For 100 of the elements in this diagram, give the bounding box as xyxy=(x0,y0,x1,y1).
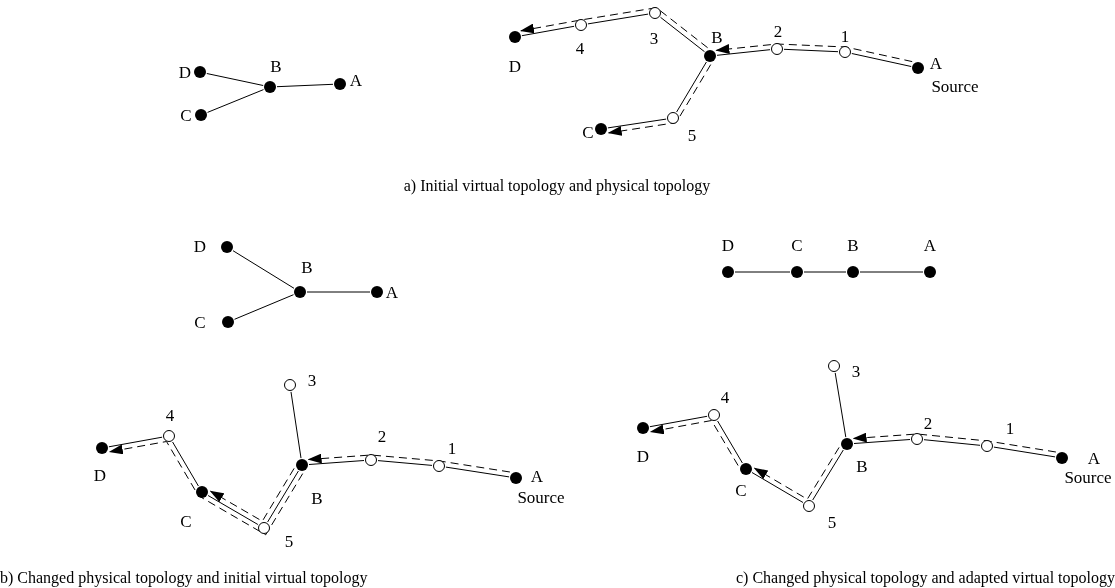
node-label: D xyxy=(508,57,522,75)
link-line xyxy=(734,271,791,273)
virtual-link-arrow xyxy=(209,467,295,522)
link-line xyxy=(676,61,707,113)
filled-node xyxy=(924,266,936,278)
link-line xyxy=(206,73,264,86)
node-label: B xyxy=(270,57,282,75)
hollow-node xyxy=(433,460,445,472)
virtual-link-arrow xyxy=(307,453,511,473)
node-label: A xyxy=(530,467,544,485)
hollow-node xyxy=(667,112,679,124)
hollow-node xyxy=(163,430,175,442)
link-line xyxy=(521,25,575,37)
node-label: C xyxy=(194,313,206,331)
link-line xyxy=(660,16,705,53)
node-label: 4 xyxy=(165,406,175,424)
link-line xyxy=(859,271,924,273)
virtual-link-arrow xyxy=(520,7,709,49)
link-line xyxy=(587,13,649,25)
node-label: B xyxy=(311,489,323,507)
link-line xyxy=(308,460,365,465)
link-line xyxy=(717,420,743,464)
panel-caption: a) Initial virtual topology and physical topology xyxy=(403,177,711,195)
hollow-node xyxy=(708,409,720,421)
node-label: 1 xyxy=(447,439,457,457)
filled-node xyxy=(294,286,306,298)
node-label: 1 xyxy=(1005,419,1015,437)
hollow-node xyxy=(839,46,851,58)
node-label: 2 xyxy=(377,427,387,445)
node-label: 2 xyxy=(773,22,783,40)
hollow-node xyxy=(911,433,923,445)
filled-node xyxy=(221,241,233,253)
filled-node xyxy=(841,438,853,450)
link-line xyxy=(172,441,199,487)
link-line xyxy=(853,439,911,444)
node-label: 3 xyxy=(851,362,861,380)
node-label: 4 xyxy=(720,388,730,406)
panel-caption: c) Changed physical topology and adapted virtual topology xyxy=(735,569,1115,587)
hollow-node xyxy=(803,500,815,512)
filled-node xyxy=(264,81,276,93)
node-label: B xyxy=(711,28,723,46)
hollow-node xyxy=(258,522,270,534)
filled-node xyxy=(1056,452,1068,464)
node-label: B xyxy=(847,236,859,254)
filled-node xyxy=(509,31,521,43)
virtual-link-arrow xyxy=(108,441,304,536)
link-line xyxy=(232,250,295,289)
hollow-node xyxy=(575,19,587,31)
node-label: 5 xyxy=(827,513,837,531)
virtual-link-arrow xyxy=(715,43,913,63)
filled-node xyxy=(334,78,346,90)
node-label: 5 xyxy=(687,126,697,144)
link-line xyxy=(783,48,839,53)
virtual-link-arrow xyxy=(753,446,840,500)
hollow-node xyxy=(828,360,840,372)
node-label: 5 xyxy=(284,532,294,550)
node-label: C xyxy=(582,123,594,141)
node-label: 2 xyxy=(923,414,933,432)
filled-node xyxy=(196,486,208,498)
filled-node xyxy=(510,472,522,484)
filled-node xyxy=(194,66,206,78)
hollow-node xyxy=(771,43,783,55)
filled-node xyxy=(296,459,308,471)
node-label: C xyxy=(180,106,192,124)
link-line xyxy=(993,446,1056,458)
node-label: A xyxy=(929,54,943,72)
filled-node xyxy=(791,266,803,278)
link-line xyxy=(276,83,334,88)
filled-node xyxy=(912,62,924,74)
node-label: 3 xyxy=(649,29,659,47)
node-label: 4 xyxy=(575,39,585,57)
filled-node xyxy=(722,266,734,278)
node-label: D xyxy=(636,447,650,465)
virtual-link-arrow xyxy=(607,64,712,136)
node-label: A xyxy=(923,236,937,254)
filled-node xyxy=(222,316,234,328)
hollow-node xyxy=(365,454,377,466)
hollow-node xyxy=(284,379,296,391)
node-label: D xyxy=(193,237,207,255)
node-label: C xyxy=(791,236,803,254)
node-label: B xyxy=(856,457,868,475)
virtual-link-arrow xyxy=(852,432,1057,453)
link-line xyxy=(923,439,981,446)
hollow-node xyxy=(649,7,661,19)
link-line xyxy=(803,271,847,273)
link-line xyxy=(290,391,302,459)
link-line xyxy=(306,291,371,293)
link-line xyxy=(108,436,163,448)
node-label: A xyxy=(385,283,399,301)
node-label: A xyxy=(1087,449,1101,467)
panel-caption: b) Changed physical topology and initial virtual topology xyxy=(0,569,368,587)
link-line xyxy=(267,470,299,523)
link-line xyxy=(851,53,912,67)
filled-node xyxy=(637,422,649,434)
filled-node xyxy=(195,109,207,121)
link-line xyxy=(649,415,708,428)
node-label: D xyxy=(93,466,107,484)
link-line xyxy=(207,495,259,525)
node-label: Source xyxy=(931,77,979,95)
node-label: A xyxy=(349,71,363,89)
